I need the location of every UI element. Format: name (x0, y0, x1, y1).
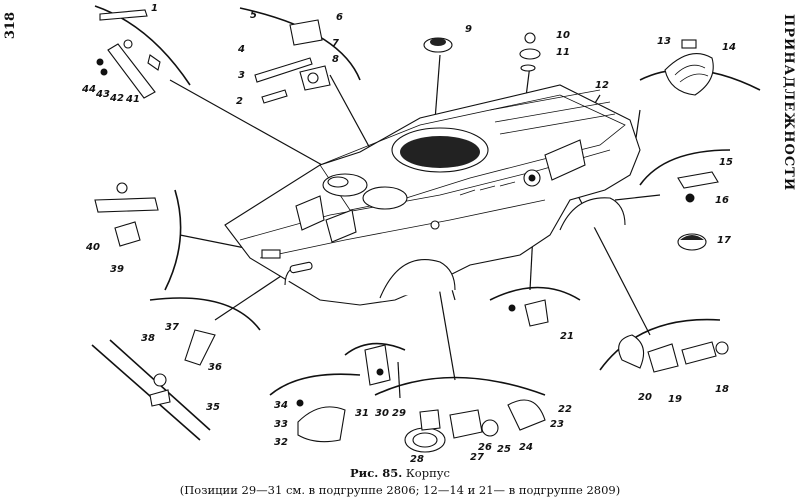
callout-33: 33 (274, 419, 288, 430)
callout-34: 34 (274, 400, 288, 411)
callout-40: 40 (85, 242, 100, 253)
figure-note: (Позиции 29—31 см. в подгруппе 2806; 12—… (179, 483, 621, 497)
callout-11: 11 (556, 47, 570, 58)
callout-42: 42 (109, 93, 124, 104)
callout-28: 28 (410, 454, 424, 462)
callout-4: 4 (237, 44, 245, 55)
figure-caption: Рис. 85. Корпус (0, 466, 800, 480)
callout-17: 17 (717, 235, 731, 246)
callout-2: 2 (236, 96, 243, 107)
callout-labels: 1 2 3 4 5 6 7 8 9 10 11 12 13 14 15 16 1… (81, 3, 736, 462)
callout-20: 20 (638, 392, 652, 403)
callout-16: 16 (715, 195, 729, 206)
callout-44: 44 (81, 84, 96, 95)
callout-1: 1 (151, 3, 158, 14)
callout-43: 43 (95, 89, 110, 100)
callout-38: 38 (141, 333, 155, 344)
figure-title: Корпус (405, 466, 450, 480)
callout-12: 12 (595, 80, 609, 91)
callout-10: 10 (556, 30, 570, 41)
callout-41: 41 (125, 94, 140, 105)
callout-31: 31 (355, 408, 369, 419)
vehicle-hull (224, 84, 641, 306)
callout-8: 8 (332, 54, 339, 65)
callout-23: 23 (550, 419, 564, 430)
callout-7: 7 (332, 38, 339, 49)
callout-6: 6 (336, 12, 343, 23)
callout-18: 18 (715, 384, 729, 395)
callout-5: 5 (250, 10, 257, 21)
inset-parts (91, 9, 729, 453)
callout-21: 21 (560, 331, 574, 342)
callout-37: 37 (165, 322, 179, 333)
callout-30: 30 (375, 408, 389, 419)
callout-15: 15 (719, 157, 733, 168)
callout-36: 36 (208, 362, 222, 373)
callout-35: 35 (206, 402, 220, 413)
callout-39: 39 (110, 264, 124, 275)
callout-26: 26 (478, 442, 492, 453)
callout-27: 27 (470, 452, 484, 462)
callout-24: 24 (519, 442, 533, 453)
callout-32: 32 (274, 437, 288, 448)
callout-29: 29 (392, 408, 406, 419)
section-title: ПРИНАДЛЕЖНОСТИ (781, 14, 796, 192)
callout-19: 19 (668, 394, 682, 405)
parts-diagram: 1 2 3 4 5 6 7 8 9 10 11 12 13 14 15 16 1… (81, 3, 761, 462)
callout-13: 13 (657, 36, 671, 47)
figure-label: Рис. 85. (350, 466, 403, 480)
callout-22: 22 (558, 404, 572, 415)
callout-3: 3 (238, 70, 245, 81)
callout-9: 9 (465, 24, 472, 35)
callout-25: 25 (497, 444, 511, 455)
callout-14: 14 (722, 42, 736, 53)
